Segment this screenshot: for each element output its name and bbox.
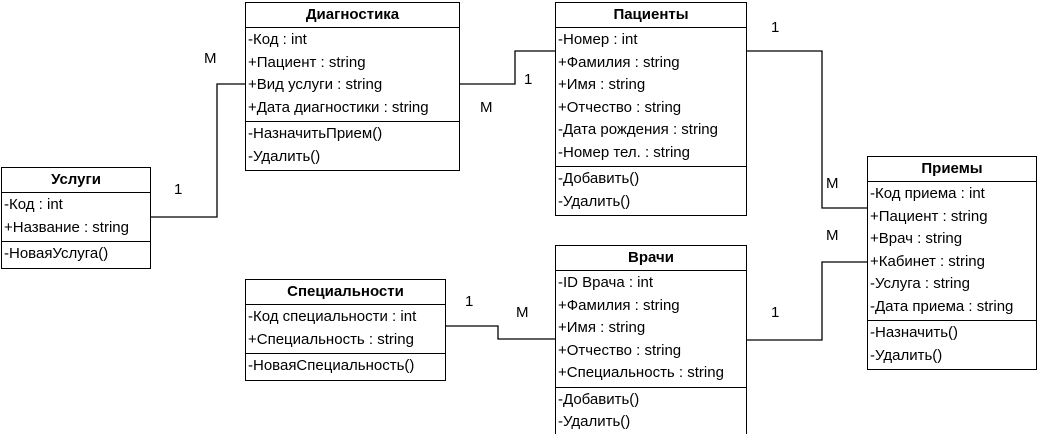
operation: -НоваяУслуга() <box>4 245 109 262</box>
attributes-section: -Код : int +Пациент : string +Вид услуги… <box>246 28 459 122</box>
attribute: +Специальность : string <box>248 330 414 348</box>
operations-section: -НоваяУслуга() <box>2 242 150 268</box>
attributes-section: -Номер : int +Фамилия : string +Имя : st… <box>556 28 746 167</box>
class-name: Приемы <box>868 157 1036 182</box>
class-name: Специальности <box>246 280 445 305</box>
multiplicity-label: M <box>516 304 529 321</box>
class-name: Пациенты <box>556 3 746 28</box>
attributes-section: -ID Врача : int +Фамилия : string +Имя :… <box>556 271 746 388</box>
class-name: Услуги <box>2 168 150 193</box>
link-patsienty-priemy <box>747 50 867 209</box>
attribute: +Отчество : string <box>558 98 682 116</box>
class-spetsialnosti[interactable]: Специальности -Код специальности : int +… <box>245 279 446 381</box>
attribute: +Пациент : string <box>870 207 988 225</box>
attribute: +Фамилия : string <box>558 296 680 314</box>
operations-section: -НазначитьПрием() -Удалить() <box>246 122 459 170</box>
attributes-section: -Код приема : int +Пациент : string +Вра… <box>868 182 1036 321</box>
multiplicity-label: 1 <box>465 293 474 310</box>
attribute: -Дата рождения : string <box>558 121 718 138</box>
operation: -Добавить() <box>558 170 640 187</box>
attribute: -Код : int <box>248 31 307 48</box>
operation: -Добавить() <box>558 390 640 408</box>
link-spetsialnosti-vrachi <box>446 325 555 340</box>
attribute: +Название : string <box>4 218 129 236</box>
attribute: +Пациент : string <box>248 53 366 71</box>
class-uslugi[interactable]: Услуги -Код : int +Название : string -Но… <box>1 167 151 269</box>
multiplicity-label: 1 <box>771 19 780 36</box>
operations-section: -Добавить() -Удалить() <box>556 167 746 215</box>
operations-section: -Добавить() -Удалить() <box>556 388 746 434</box>
operation: -Удалить() <box>558 192 631 210</box>
attribute: -Код : int <box>4 196 63 213</box>
operations-section: -Назначить() -Удалить() <box>868 321 1036 369</box>
multiplicity-label: 1 <box>771 304 780 321</box>
attribute: +Вид услуги : string <box>248 76 383 93</box>
operation: -Удалить() <box>248 147 321 165</box>
attribute: +Дата диагностики : string <box>248 98 429 116</box>
multiplicity-label: M <box>826 175 839 192</box>
class-name: Диагностика <box>246 3 459 28</box>
attribute: +Фамилия : string <box>558 53 680 71</box>
operations-section: -НоваяСпециальность() <box>246 354 445 380</box>
multiplicity-label: M <box>204 50 217 67</box>
operation: -Назначить() <box>870 324 959 341</box>
attribute: -Код приема : int <box>870 185 985 202</box>
multiplicity-label: 1 <box>174 181 183 198</box>
attribute: +Отчество : string <box>558 341 682 359</box>
attribute: -ID Врача : int <box>558 274 654 291</box>
class-name: Врачи <box>556 246 746 271</box>
class-priemy[interactable]: Приемы -Код приема : int +Пациент : stri… <box>867 156 1037 370</box>
operation: -Удалить() <box>870 346 943 364</box>
operation: -Удалить() <box>558 413 631 430</box>
attribute: -Услуга : string <box>870 275 970 292</box>
attribute: -Код специальности : int <box>248 308 417 325</box>
class-vrachi[interactable]: Врачи -ID Врача : int +Фамилия : string … <box>555 245 747 434</box>
attributes-section: -Код : int +Название : string <box>2 193 150 242</box>
attributes-section: -Код специальности : int +Специальность … <box>246 305 445 354</box>
operation: -НоваяСпециальность() <box>248 357 415 374</box>
attribute: -Номер тел. : string <box>558 143 690 161</box>
multiplicity-label: M <box>480 99 493 116</box>
link-vrachi-priemy <box>747 261 867 341</box>
attribute: +Имя : string <box>558 319 646 336</box>
link-diagnostika-patsienty <box>460 50 555 85</box>
attribute: +Специальность : string <box>558 364 724 381</box>
link-diagnostika-uslugi <box>151 83 245 218</box>
class-patsienty[interactable]: Пациенты -Номер : int +Фамилия : string … <box>555 2 747 216</box>
multiplicity-label: 1 <box>524 71 533 88</box>
class-diagnostika[interactable]: Диагностика -Код : int +Пациент : string… <box>245 2 460 171</box>
attribute: +Врач : string <box>870 230 963 247</box>
attribute: +Кабинет : string <box>870 252 985 270</box>
attribute: -Дата приема : string <box>870 297 1014 315</box>
multiplicity-label: M <box>826 227 839 244</box>
attribute: +Имя : string <box>558 76 646 93</box>
operation: -НазначитьПрием() <box>248 125 383 142</box>
attribute: -Номер : int <box>558 31 638 48</box>
